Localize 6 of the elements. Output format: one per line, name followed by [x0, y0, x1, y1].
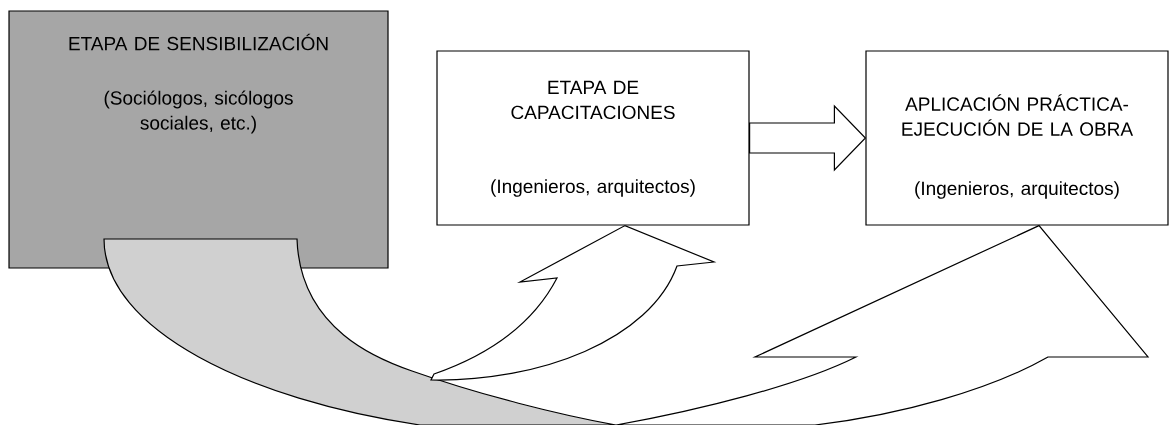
process-box: ETAPA DE CAPACITACIONES (Ingenieros, arquitectos) [436, 50, 750, 226]
curved-arrow [615, 225, 1149, 425]
process-box: ETAPA DE SENSIBILIZACIÓN (Sociólogos, sicólogos sociales, etc.) [8, 10, 389, 269]
curved-arrow [430, 225, 715, 381]
process-box: APLICACIÓN PRÁCTICA- EJECUCIÓN DE LA OBRA (Ingenieros, arquitectos) [865, 50, 1169, 226]
block-arrow [749, 104, 867, 172]
